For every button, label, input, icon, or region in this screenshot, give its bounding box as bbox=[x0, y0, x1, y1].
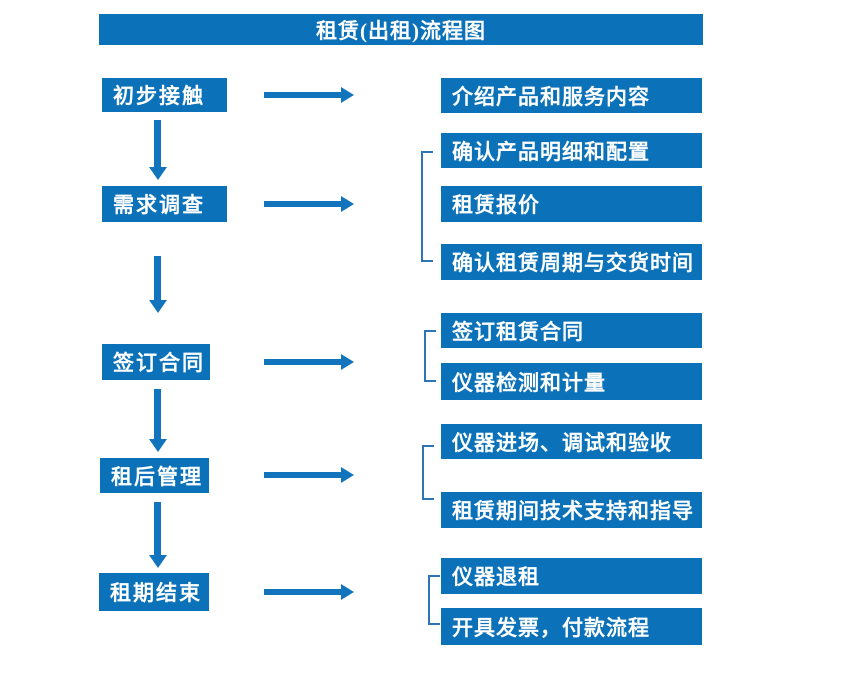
page-title: 租赁(出租)流程图 bbox=[316, 18, 486, 43]
arrow-shaft bbox=[154, 389, 161, 441]
output-box-invoice-payment-process: 开具发票，付款流程 bbox=[441, 608, 702, 645]
group-bracket-sign-contract bbox=[424, 330, 436, 382]
right-arrow-3 bbox=[264, 354, 354, 370]
right-arrow-4 bbox=[264, 467, 354, 483]
right-arrow-2 bbox=[264, 196, 354, 212]
right-arrow-5 bbox=[264, 584, 354, 600]
arrow-shaft bbox=[264, 472, 343, 478]
title-bar: 租赁(出租)流程图 bbox=[99, 14, 703, 45]
group-bracket-rental-end bbox=[428, 575, 440, 625]
arrow-shaft bbox=[154, 256, 161, 302]
output-box-confirm-product-details-config: 确认产品明细和配置 bbox=[441, 133, 702, 168]
output-box-sign-rental-contract: 签订租赁合同 bbox=[441, 313, 702, 348]
arrow-shaft bbox=[154, 502, 161, 557]
output-box-rental-quote: 租赁报价 bbox=[441, 186, 702, 222]
arrow-head-icon bbox=[341, 584, 354, 600]
output-box-instrument-return: 仪器退租 bbox=[441, 558, 702, 594]
output-box-instrument-inspection-metering: 仪器检测和计量 bbox=[441, 363, 702, 400]
arrow-head-icon bbox=[149, 167, 167, 180]
output-box-confirm-rental-period-delivery: 确认租赁周期与交货时间 bbox=[441, 244, 702, 280]
arrow-head-icon bbox=[341, 196, 354, 212]
stage-box-initial-contact: 初步接触 bbox=[102, 78, 227, 112]
arrow-shaft bbox=[154, 120, 161, 169]
down-arrow-3 bbox=[149, 389, 167, 452]
arrow-shaft bbox=[264, 201, 343, 207]
arrow-head-icon bbox=[149, 439, 167, 452]
right-arrow-1 bbox=[264, 87, 354, 103]
arrow-shaft bbox=[264, 92, 343, 98]
arrow-head-icon bbox=[341, 354, 354, 370]
arrow-head-icon bbox=[341, 467, 354, 483]
arrow-head-icon bbox=[149, 300, 167, 313]
group-bracket-demand-survey bbox=[421, 151, 433, 262]
stage-box-post-rental-management: 租后管理 bbox=[100, 458, 209, 493]
arrow-head-icon bbox=[149, 555, 167, 568]
down-arrow-2 bbox=[149, 256, 167, 313]
stage-box-sign-contract: 签订合同 bbox=[102, 344, 210, 380]
arrow-head-icon bbox=[341, 87, 354, 103]
arrow-shaft bbox=[264, 589, 343, 595]
output-box-instrument-entry-debug-acceptance: 仪器进场、调试和验收 bbox=[441, 424, 702, 459]
stage-box-demand-survey: 需求调查 bbox=[102, 186, 227, 222]
down-arrow-1 bbox=[149, 120, 167, 180]
down-arrow-4 bbox=[149, 502, 167, 568]
output-box-tech-support-during-rental: 租赁期间技术支持和指导 bbox=[441, 492, 702, 528]
stage-box-rental-end: 租期结束 bbox=[99, 573, 209, 611]
group-bracket-post-rental bbox=[422, 445, 434, 500]
output-box-introduce-products-services: 介绍产品和服务内容 bbox=[441, 78, 702, 113]
arrow-shaft bbox=[264, 359, 343, 365]
